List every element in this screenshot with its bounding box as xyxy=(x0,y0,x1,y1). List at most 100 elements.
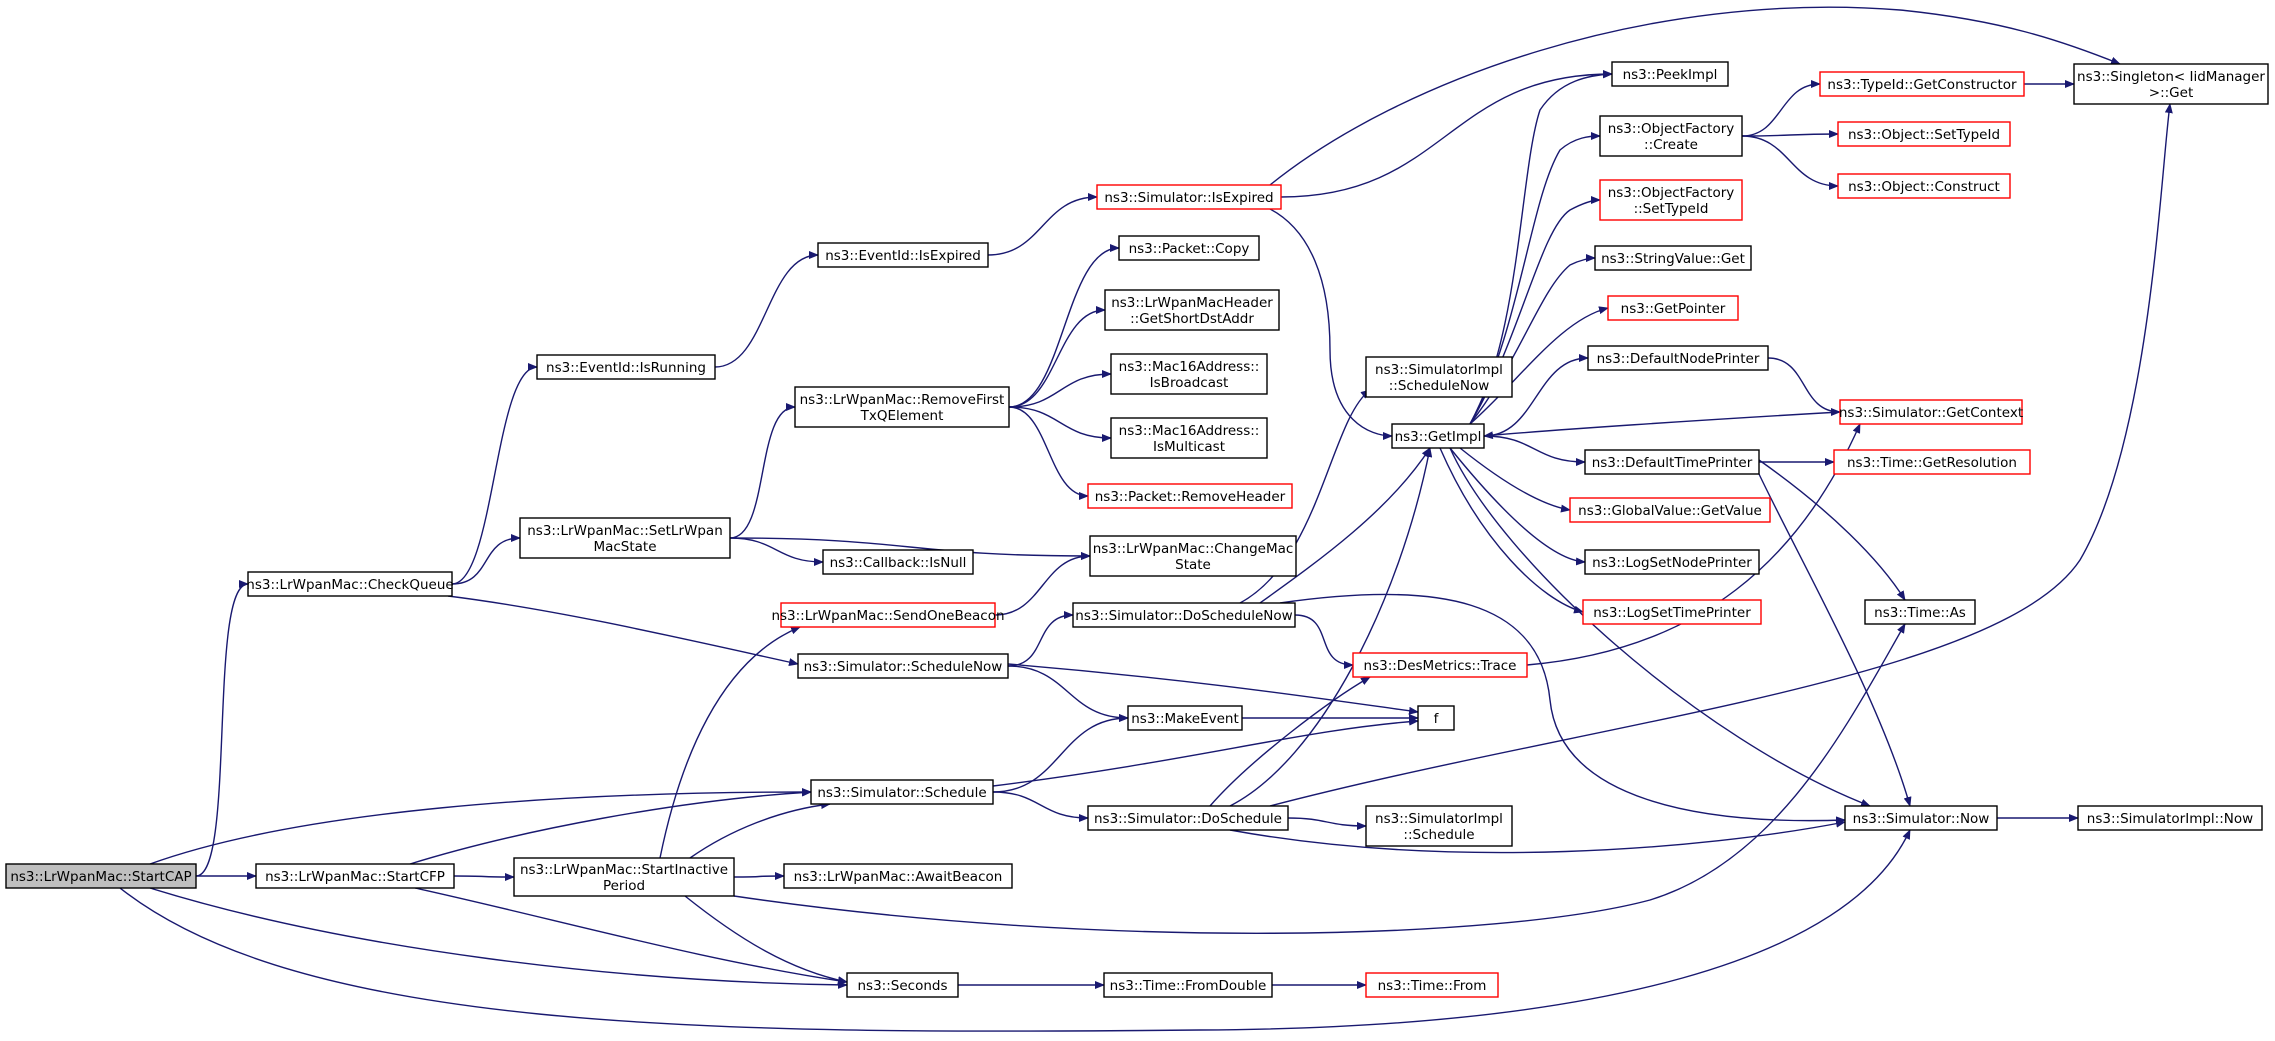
node-callbacknull[interactable]: ns3::Callback::IsNull xyxy=(822,549,974,575)
node-packetcopy[interactable]: ns3::Packet::Copy xyxy=(1118,235,1260,261)
node-box xyxy=(783,863,1013,889)
node-label: f xyxy=(1434,711,1440,727)
node-timeas[interactable]: ns3::Time::As xyxy=(1864,599,1976,625)
node-logsettime[interactable]: ns3::LogSetTimePrinter xyxy=(1582,599,1762,625)
node-doschedule[interactable]: ns3::Simulator::DoSchedule xyxy=(1087,805,1289,831)
node-getimpl[interactable]: ns3::GetImpl xyxy=(1391,423,1485,449)
node-deftimeprinter[interactable]: ns3::DefaultTimePrinter xyxy=(1584,449,1760,475)
node-objconstruct[interactable]: ns3::Object::Construct xyxy=(1837,173,2011,199)
node-checkqueue[interactable]: ns3::LrWpanMac::CheckQueue xyxy=(246,571,454,597)
node-objsettypeid[interactable]: ns3::Object::SetTypeId xyxy=(1837,121,2011,147)
node-singletonget[interactable]: ns3::Singleton< IidManager >::Get xyxy=(2073,63,2269,105)
node-simschedule[interactable]: ns3::Simulator::Schedule xyxy=(810,779,994,805)
edge-doschedule-to-singletonget xyxy=(1269,103,2173,807)
node-label: ns3::ObjectFactory xyxy=(1608,121,1735,137)
edge-simschedulenow-to-makeevent xyxy=(1007,665,1129,722)
node-box xyxy=(1072,602,1296,628)
node-typeidgetctor[interactable]: ns3::TypeId::GetConstructor xyxy=(1819,71,2025,97)
edge-startcap-to-seconds xyxy=(149,887,848,989)
edge-doschedule-to-destrace xyxy=(1209,676,1371,807)
node-box xyxy=(1352,652,1528,678)
node-box xyxy=(1365,356,1513,398)
node-seconds[interactable]: ns3::Seconds xyxy=(846,972,959,998)
node-label: ns3::LrWpanMac::SetLrWpan xyxy=(527,523,723,539)
node-stringvalueget[interactable]: ns3::StringValue::Get xyxy=(1594,245,1752,271)
node-label: ns3::LogSetTimePrinter xyxy=(1593,605,1751,621)
node-box xyxy=(519,517,731,559)
node-doschedulenow[interactable]: ns3::Simulator::DoScheduleNow xyxy=(1072,602,1296,628)
node-label: ns3::Simulator::DoScheduleNow xyxy=(1075,608,1292,624)
node-timefrom[interactable]: ns3::Time::From xyxy=(1365,972,1499,998)
node-f[interactable]: f xyxy=(1417,705,1455,731)
node-awaitbeacon[interactable]: ns3::LrWpanMac::AwaitBeacon xyxy=(783,863,1013,889)
node-getpointer[interactable]: ns3::GetPointer xyxy=(1607,295,1739,321)
node-label: Period xyxy=(603,878,645,894)
node-startcfp[interactable]: ns3::LrWpanMac::StartCFP xyxy=(255,863,455,889)
node-implschedule[interactable]: ns3::SimulatorImpl::Schedule xyxy=(1365,805,1513,847)
node-box xyxy=(1118,235,1260,261)
edge-startcfp-to-startinactive xyxy=(453,872,515,881)
node-ismulticast[interactable]: ns3::Mac16Address::IsMulticast xyxy=(1110,417,1268,459)
node-sendbeacon[interactable]: ns3::LrWpanMac::SendOneBeacon xyxy=(771,602,1005,628)
edge-doschedule-to-simnow xyxy=(1229,819,1846,854)
node-label: ns3::Time::FromDouble xyxy=(1110,978,1267,994)
node-label: ns3::Callback::IsNull xyxy=(830,555,967,571)
node-box xyxy=(2077,805,2263,831)
node-label: ::SetTypeId xyxy=(1634,201,1709,217)
edge-checkqueue-to-eventrunning xyxy=(451,363,538,585)
node-ofsettypeid[interactable]: ns3::ObjectFactory::SetTypeId xyxy=(1599,179,1743,221)
node-removeheader[interactable]: ns3::Packet::RemoveHeader xyxy=(1087,483,1293,509)
node-simnow[interactable]: ns3::Simulator::Now xyxy=(1844,805,1998,831)
node-isbroadcast[interactable]: ns3::Mac16Address::IsBroadcast xyxy=(1110,353,1268,395)
node-simgetcontext[interactable]: ns3::Simulator::GetContext xyxy=(1839,399,2023,425)
edge-removefirst-to-removeheader xyxy=(1008,406,1089,500)
node-simexpired[interactable]: ns3::Simulator::IsExpired xyxy=(1096,184,1282,210)
node-label: ns3::DefaultTimePrinter xyxy=(1592,455,1753,471)
edge-checkqueue-to-simschedulenow xyxy=(447,595,799,666)
node-getshortdst[interactable]: ns3::LrWpanMacHeader::GetShortDstAddr xyxy=(1104,289,1280,331)
node-globalvalueget[interactable]: ns3::GlobalValue::GetValue xyxy=(1569,497,1771,523)
node-destrace[interactable]: ns3::DesMetrics::Trace xyxy=(1352,652,1528,678)
node-box xyxy=(513,857,735,897)
node-label: ns3::EventId::IsExpired xyxy=(825,248,981,264)
node-logsetnode[interactable]: ns3::LogSetNodePrinter xyxy=(1584,549,1760,575)
node-box xyxy=(846,972,959,998)
node-makeevent[interactable]: ns3::MakeEvent xyxy=(1127,705,1243,731)
node-implnow[interactable]: ns3::SimulatorImpl::Now xyxy=(2077,805,2263,831)
node-fromdouble[interactable]: ns3::Time::FromDouble xyxy=(1103,972,1273,998)
node-box xyxy=(1103,972,1273,998)
node-eventexpired[interactable]: ns3::EventId::IsExpired xyxy=(817,242,989,268)
edge-startinactive-to-sendbeacon xyxy=(659,626,801,859)
edge-startinactive-to-simschedule xyxy=(689,801,831,859)
node-peekimpl[interactable]: ns3::PeekImpl xyxy=(1611,61,1729,87)
node-defnodeprinter[interactable]: ns3::DefaultNodePrinter xyxy=(1587,345,1769,371)
node-label: ns3::Simulator::GetContext xyxy=(1839,405,2023,421)
node-box xyxy=(5,863,197,889)
edge-ofcreate-to-objconstruct xyxy=(1741,135,1839,190)
edges-layer xyxy=(119,6,2173,1032)
node-label: ns3::DefaultNodePrinter xyxy=(1597,351,1760,367)
node-label: ::Schedule xyxy=(1403,827,1474,843)
node-simschedulenow[interactable]: ns3::Simulator::ScheduleNow xyxy=(797,653,1009,679)
node-label: ns3::LrWpanMac::ChangeMac xyxy=(1093,541,1294,557)
node-label: ns3::LrWpanMac::AwaitBeacon xyxy=(794,869,1003,885)
node-box xyxy=(1104,289,1280,331)
node-box xyxy=(255,863,455,889)
node-startcap[interactable]: ns3::LrWpanMac::StartCAP xyxy=(5,863,197,889)
node-ofcreate[interactable]: ns3::ObjectFactory::Create xyxy=(1599,115,1743,157)
node-label: ns3::Mac16Address:: xyxy=(1119,359,1260,375)
node-eventrunning[interactable]: ns3::EventId::IsRunning xyxy=(536,354,716,380)
node-getresolution[interactable]: ns3::Time::GetResolution xyxy=(1833,449,2031,475)
node-box xyxy=(1110,417,1268,459)
node-label: ns3::Simulator::Schedule xyxy=(817,785,986,801)
edge-destrace-to-simgetcontext xyxy=(1526,423,1861,666)
edge-startcfp-to-seconds xyxy=(414,887,848,985)
node-label: ns3::Mac16Address:: xyxy=(1119,423,1260,439)
node-label: ns3::Singleton< IidManager xyxy=(2077,69,2265,85)
node-implschedulenow[interactable]: ns3::SimulatorImpl::ScheduleNow xyxy=(1365,356,1513,398)
node-label: MacState xyxy=(593,539,656,555)
